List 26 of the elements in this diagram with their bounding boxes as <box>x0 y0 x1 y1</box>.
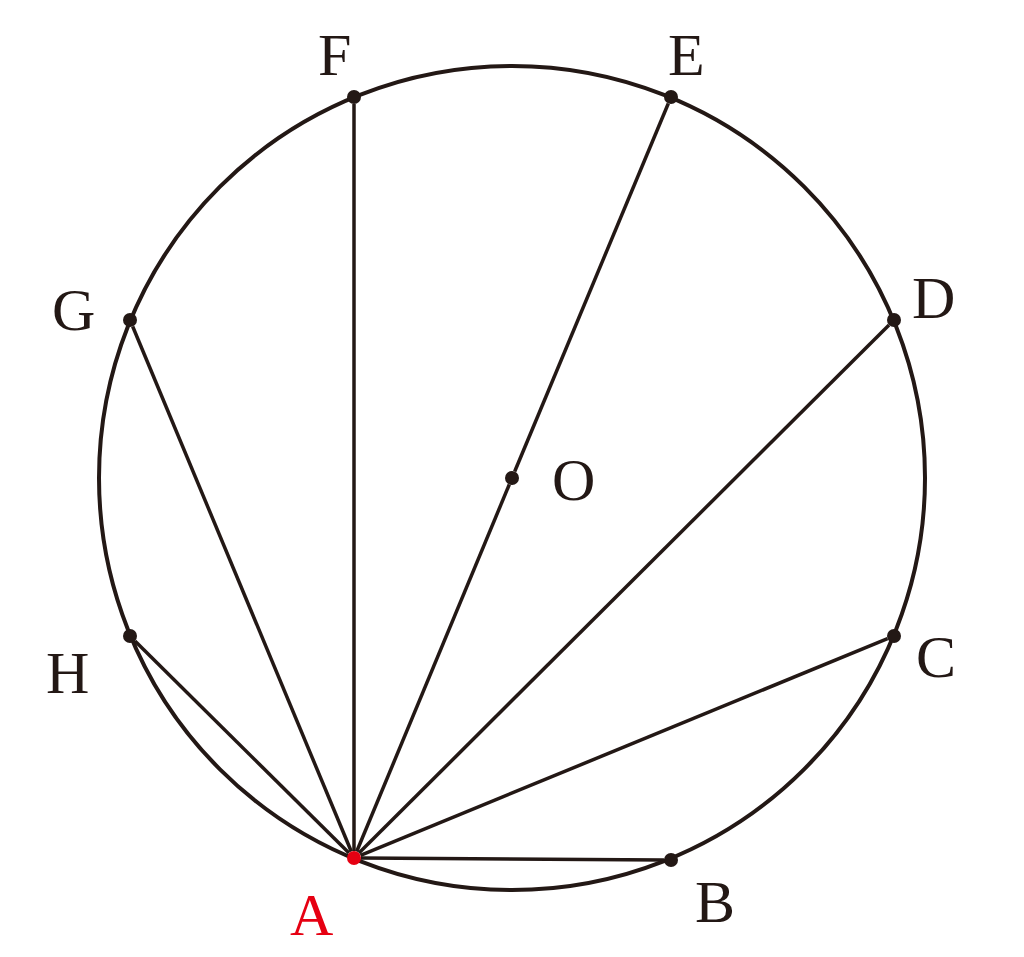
point-label: C <box>916 627 957 687</box>
line-segment <box>352 104 356 851</box>
line-segment <box>357 323 891 855</box>
point-dot <box>664 90 678 104</box>
point-dot <box>347 90 361 104</box>
point-label: A <box>290 885 334 945</box>
point-label: O <box>552 450 596 510</box>
line-segment <box>361 856 664 862</box>
point-dot <box>123 313 137 327</box>
point-dot <box>505 471 519 485</box>
point-dot <box>887 313 901 327</box>
point-label: F <box>318 25 352 85</box>
point-label: E <box>668 25 705 85</box>
point-dot <box>887 629 901 643</box>
line-segment <box>131 325 353 853</box>
line-segment <box>513 102 670 473</box>
point-dot <box>664 853 678 867</box>
point-label: G <box>52 280 96 340</box>
point-dot <box>123 629 137 643</box>
line-segment <box>355 483 511 853</box>
line-segment <box>359 637 889 857</box>
point-label: D <box>912 268 956 328</box>
point-label: B <box>695 872 736 932</box>
point-label: H <box>46 643 90 703</box>
line-segment <box>133 639 351 855</box>
point-dot <box>347 851 361 865</box>
